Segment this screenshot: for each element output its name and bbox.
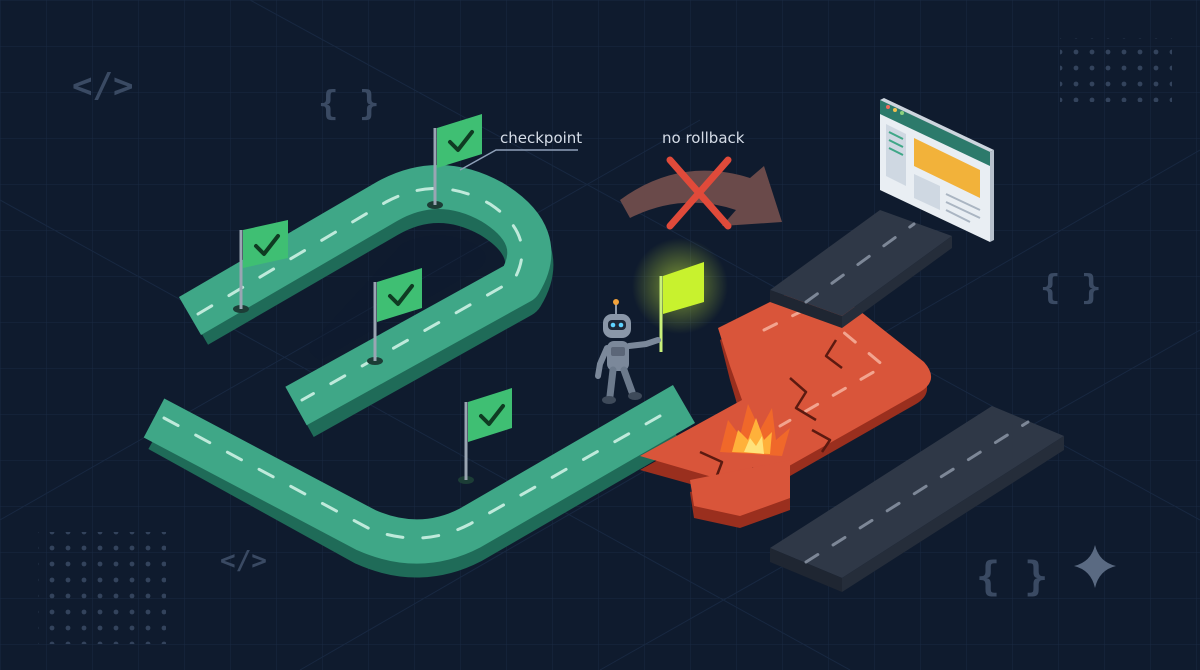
cross-icon [666,156,732,230]
checkpoint-flag-icon [367,268,422,365]
robot-agent-icon [595,299,661,404]
checkpoint-flag-icon [427,114,482,209]
safe-road [143,165,696,578]
checkpoint-label: checkpoint [500,129,583,147]
checkpoint-leader-line [459,149,578,171]
code-tag-icon: </> [220,546,267,576]
checkpoint-flag-icon [233,220,288,313]
code-tag-icon: </> [72,66,134,106]
checkpoint-flag-icon [458,388,512,484]
no-rollback-label: no rollback [662,129,745,147]
dot-cluster-right [1060,38,1172,102]
sparkle-icon [1074,545,1116,588]
future-road [770,210,1064,592]
current-flag-icon [632,238,728,352]
braces-icon: { } [1040,268,1102,308]
dot-cluster-left [38,532,166,644]
braces-icon: { } [976,554,1049,600]
browser-window-icon [880,98,994,242]
broken-road [640,283,932,528]
braces-icon: { } [318,84,380,124]
fire-icon [720,404,790,456]
